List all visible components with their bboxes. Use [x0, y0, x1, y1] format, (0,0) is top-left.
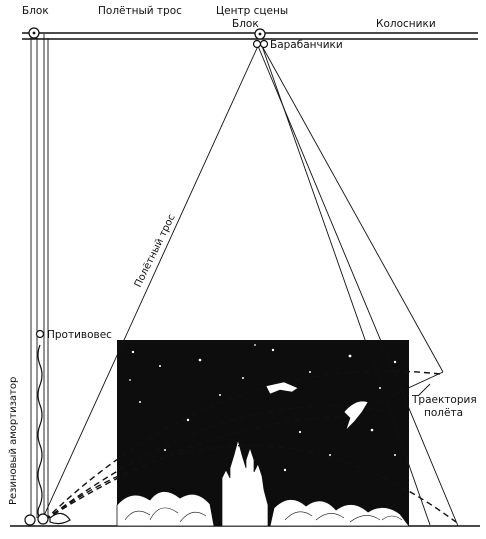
rubber-shock: [37, 344, 43, 519]
label-stage-center: Центр сцены: [216, 5, 288, 17]
label-flight-rope-diagonal: Полётный трос: [133, 213, 178, 290]
label-drums: Барабанчики: [270, 39, 343, 51]
label-rubber-shock: Резиновый амортизатор: [8, 377, 19, 505]
label-counterweight: Противовес: [47, 329, 112, 341]
label-block-left: Блок: [22, 5, 49, 17]
drums-icon: [252, 39, 269, 49]
label-block-center: Блок: [232, 18, 259, 30]
flight-trajectories: [44, 370, 457, 523]
label-trajectory-2: полёта: [424, 407, 463, 419]
stars: [129, 344, 397, 472]
bushes: [116, 491, 410, 527]
center-block-icon: [254, 28, 266, 40]
castle: [221, 438, 269, 527]
label-trajectory-1: Траектория: [411, 394, 477, 406]
rigging-lines: [30, 34, 459, 527]
flying-figures: [265, 381, 369, 431]
label-grid: Колосники: [376, 18, 436, 30]
floor-winch-icon: [24, 512, 71, 526]
grid-beam: [22, 32, 478, 40]
bush-texture: [124, 507, 403, 523]
left-block-icon: [28, 27, 40, 39]
counterweight-icon: [35, 329, 45, 339]
label-flight-rope-top: Полётный трос: [98, 5, 182, 17]
